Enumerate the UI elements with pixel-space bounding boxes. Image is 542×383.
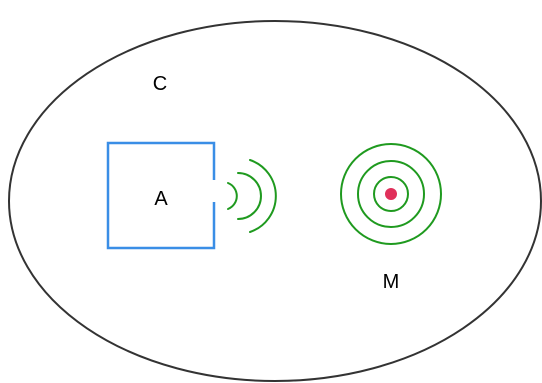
target-ring-middle [357, 160, 425, 228]
container-ellipse [8, 20, 542, 382]
target-core [385, 188, 397, 200]
wave-arc-middle [237, 172, 262, 220]
emitter-box [106, 141, 216, 250]
target-ring-outer [340, 143, 442, 245]
signal-waves-icon [227, 159, 277, 233]
emitter-label: A [154, 188, 168, 210]
target-label: M [383, 271, 400, 293]
wave-arc-inner [227, 182, 238, 210]
target-rings-icon [340, 143, 442, 245]
wave-arc-outer [249, 159, 277, 233]
container-label: C [153, 73, 167, 95]
target-ring-inner [373, 176, 409, 212]
